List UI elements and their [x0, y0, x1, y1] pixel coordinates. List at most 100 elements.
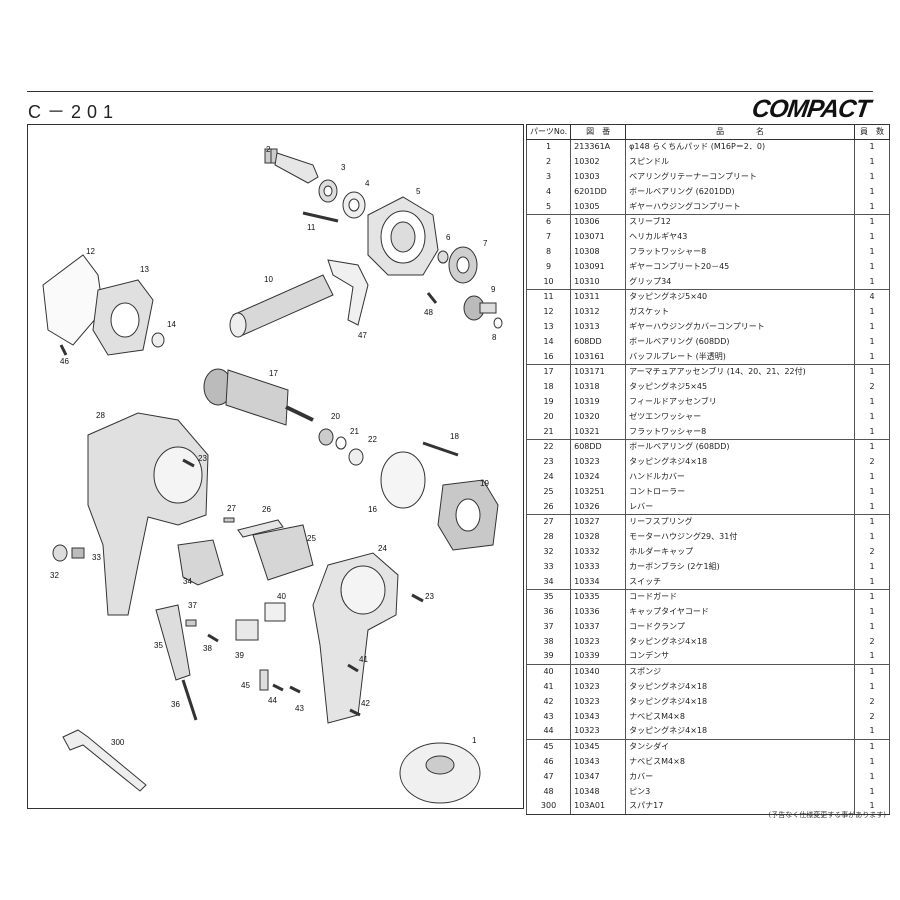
part-no-cell: 26	[525, 499, 572, 515]
part-name-cell: タッピングネジ4×18	[625, 454, 855, 470]
part-name-cell: タッピングネジ4×18	[625, 634, 855, 650]
drawing-no-cell: 10306	[570, 214, 627, 230]
part-no-cell: 8	[525, 244, 572, 260]
part-name-cell: ギヤーコンプリート20－45	[625, 259, 855, 275]
part-name-cell: コンデンサ	[625, 649, 855, 665]
drawing-no-cell: 10308	[570, 244, 627, 260]
part-name-cell: ゼツエンワッシャー	[625, 409, 855, 425]
part-name-cell: ヘリカルギヤ43	[625, 229, 855, 245]
drawing-no-cell: 10323	[570, 634, 627, 650]
quantity-cell: 1	[854, 199, 890, 215]
quantity-cell: 2	[854, 709, 890, 725]
header-rule	[27, 91, 873, 92]
drawing-no-cell: 10334	[570, 574, 627, 590]
callout-label: 16	[368, 505, 377, 514]
drawing-no-cell: 10321	[570, 424, 627, 440]
part-name-cell: グリップ34	[625, 274, 855, 290]
drawing-no-cell: 10327	[570, 514, 627, 530]
part-no-cell: 6	[525, 214, 572, 230]
drawing-no-cell: 10347	[570, 769, 627, 785]
drawing-no-cell: 608DD	[570, 439, 627, 455]
part-no-cell: 18	[525, 379, 572, 395]
part-no-cell: 46	[525, 754, 572, 770]
quantity-cell: 1	[854, 499, 890, 515]
part-name-cell: スポンジ	[625, 664, 855, 680]
gear-housing-cover-part	[92, 279, 154, 356]
quantity-cell: 1	[854, 349, 890, 365]
flat-washer-8-part	[335, 436, 347, 450]
callout-label: 2	[266, 145, 271, 154]
quantity-cell: 2	[854, 454, 890, 470]
quantity-cell: 1	[854, 619, 890, 635]
callout-label: 20	[331, 412, 340, 421]
part-name-cell: フラットワッシャー8	[625, 244, 855, 260]
drawing-no-cell: 10340	[570, 664, 627, 680]
quantity-cell: 1	[854, 229, 890, 245]
screw-38-part	[207, 633, 219, 643]
callout-label: 7	[483, 239, 488, 248]
callout-label: 13	[140, 265, 149, 274]
quantity-cell: 1	[854, 469, 890, 485]
part-no-cell: 12	[525, 304, 572, 320]
drawing-no-cell: 10312	[570, 304, 627, 320]
part-no-cell: 21	[525, 424, 572, 440]
model-number: C－201	[28, 102, 120, 122]
leaf-spring-part	[223, 517, 235, 523]
part-name-cell: ボールベアリング (6201DD)	[625, 184, 855, 200]
callout-label: 27	[227, 504, 236, 513]
drawing-no-cell: 10323	[570, 724, 627, 740]
carbon-brush-part	[71, 547, 85, 559]
callout-label: 19	[480, 479, 489, 488]
part-no-cell: 41	[525, 679, 572, 695]
part-no-cell: 20	[525, 409, 572, 425]
sponge-part	[264, 602, 286, 622]
part-no-cell: 28	[525, 529, 572, 545]
callout-label: 24	[378, 544, 387, 553]
drawing-no-cell: 10313	[570, 319, 627, 335]
part-name-cell: ホルダーキャップ	[625, 544, 855, 560]
quantity-cell: 1	[854, 679, 890, 695]
part-no-cell: 27	[525, 514, 572, 530]
pin-part	[426, 292, 438, 304]
callout-label: 33	[92, 553, 101, 562]
terminal-block-part	[259, 669, 269, 691]
holder-cap-part	[52, 544, 68, 562]
callout-label: 18	[450, 432, 459, 441]
part-no-cell: 14	[525, 334, 572, 350]
part-no-cell: 45	[525, 739, 572, 755]
header-part-no: パーツNo.	[525, 124, 572, 140]
quantity-cell: 1	[854, 259, 890, 275]
quantity-cell: 1	[854, 364, 890, 380]
drawing-no-cell: 213361A	[570, 139, 627, 155]
part-name-cell: カバー	[625, 769, 855, 785]
part-name-cell: スピンドル	[625, 154, 855, 170]
part-no-cell: 300	[525, 799, 572, 815]
part-name-cell: バッフルプレート (半透明)	[625, 349, 855, 365]
quantity-cell: 1	[854, 244, 890, 260]
drawing-no-cell: 10345	[570, 739, 627, 755]
cover-part	[327, 259, 369, 326]
callout-label: 3	[341, 163, 346, 172]
drawing-no-cell: 10323	[570, 454, 627, 470]
drawing-no-cell: 10310	[570, 274, 627, 290]
motor-housing-part	[87, 412, 209, 616]
part-name-cell: ピン3	[625, 784, 855, 800]
table-header-row: パーツNo. 図 番 品 名 員 数	[525, 124, 890, 140]
part-name-cell: タッピングネジ5×40	[625, 289, 855, 305]
spanner-part	[62, 729, 147, 792]
callout-label: 35	[154, 641, 163, 650]
quantity-cell: 2	[854, 694, 890, 710]
